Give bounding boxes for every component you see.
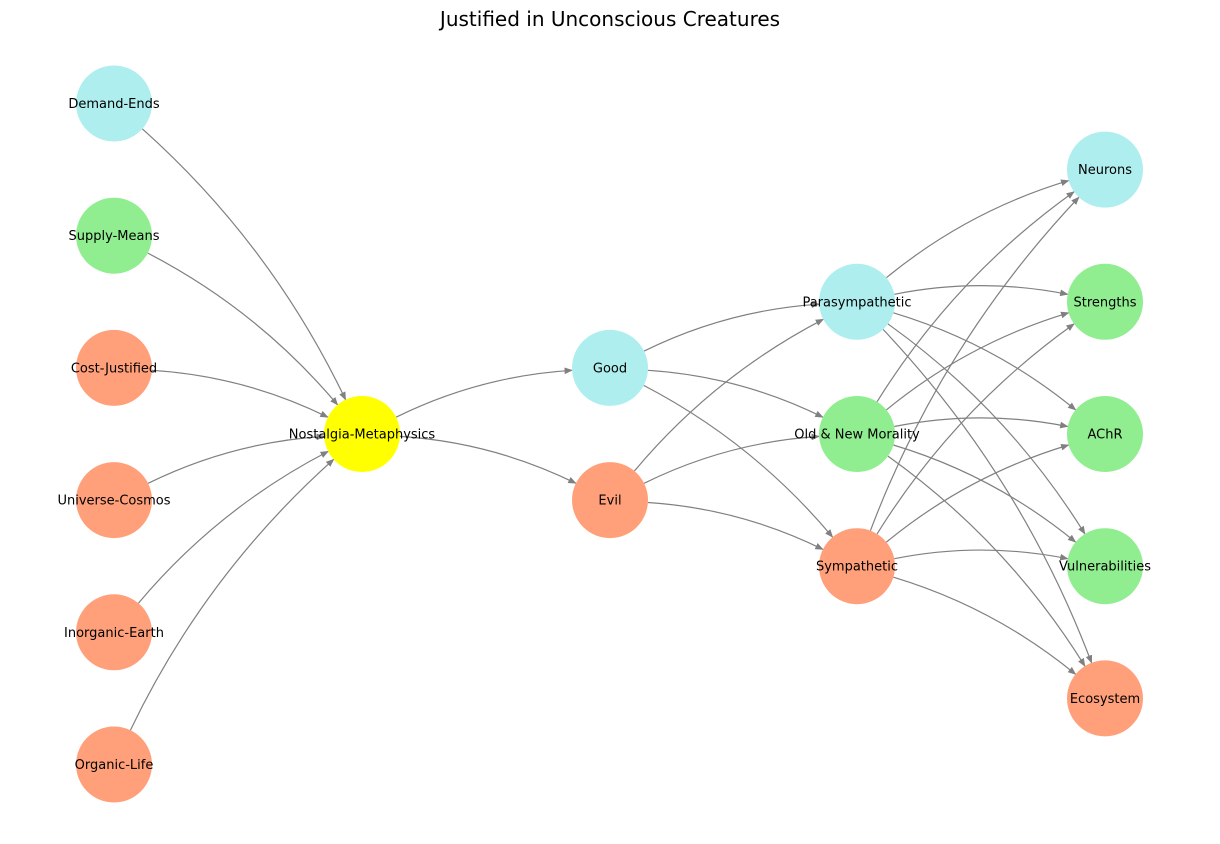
node-circle-oldnew (819, 396, 895, 472)
edge-supply-to-nostalgia (147, 252, 339, 406)
edge-evil-to-oldnew (643, 433, 820, 484)
node-circle-supply (76, 197, 152, 274)
node-label-nostalgia: Nostalgia-Metaphysics (289, 428, 436, 443)
edge-demand-to-nostalgia (141, 128, 347, 401)
node-evil: Evil (572, 462, 648, 539)
node-circle-cost (76, 329, 152, 406)
node-label-neurons: Neurons (1078, 163, 1132, 178)
node-circle-evil (572, 462, 648, 539)
node-label-para: Parasympathetic (802, 295, 911, 310)
node-circle-symp (819, 528, 895, 605)
edge-symp-to-eco (893, 576, 1077, 675)
node-organic: Organic-Life (75, 726, 154, 803)
edge-symp-to-strengths (876, 323, 1075, 535)
node-oldnew: Old & New Morality (794, 396, 920, 472)
nodes-layer: Demand-EndsSupply-MeansCost-JustifiedUni… (57, 65, 1151, 803)
node-label-oldnew: Old & New Morality (794, 428, 920, 443)
node-circle-achr (1067, 396, 1143, 472)
node-eco: Ecosystem (1067, 660, 1143, 737)
node-good: Good (572, 329, 648, 406)
node-circle-universe (76, 462, 152, 539)
node-label-achr: AChR (1087, 428, 1122, 443)
edge-universe-to-nostalgia (147, 433, 325, 484)
node-label-good: Good (593, 361, 627, 376)
edge-evil-to-para (633, 318, 825, 472)
node-achr: AChR (1067, 396, 1143, 472)
edge-symp-to-achr (886, 443, 1070, 543)
edge-oldnew-to-eco (887, 455, 1086, 667)
node-para: Parasympathetic (802, 263, 912, 340)
node-label-supply: Supply-Means (69, 229, 160, 244)
edge-para-to-strengths (894, 285, 1069, 297)
edge-oldnew-to-achr (894, 417, 1069, 429)
node-label-organic: Organic-Life (75, 758, 154, 773)
edge-oldnew-to-strengths (886, 311, 1070, 411)
edge-good-to-para (643, 301, 820, 352)
edge-good-to-oldnew (647, 369, 824, 418)
node-circle-nostalgia (324, 396, 400, 472)
node-circle-vuln (1067, 528, 1143, 605)
edge-cost-to-nostalgia (151, 369, 329, 418)
node-demand: Demand-Ends (68, 65, 160, 142)
node-label-eco: Ecosystem (1070, 692, 1140, 707)
edge-para-to-vuln (887, 323, 1086, 535)
node-label-cost: Cost-Justified (71, 361, 157, 376)
node-circle-good (572, 329, 648, 406)
node-label-vuln: Vulnerabilities (1059, 560, 1151, 575)
node-circle-demand (76, 65, 152, 142)
edge-nostalgia-to-good (395, 367, 573, 418)
edge-inorganic-to-nostalgia (137, 450, 329, 604)
node-label-inorganic: Inorganic-Earth (64, 626, 164, 641)
edge-symp-to-vuln (894, 549, 1069, 561)
node-circle-neurons (1067, 131, 1143, 208)
node-label-symp: Sympathetic (816, 560, 898, 575)
node-vuln: Vulnerabilities (1059, 528, 1151, 605)
edges-layer (129, 128, 1093, 731)
node-circle-inorganic (76, 594, 152, 671)
node-circle-eco (1067, 660, 1143, 737)
node-circle-organic (76, 726, 152, 803)
edge-evil-to-symp (647, 501, 824, 550)
node-label-universe: Universe-Cosmos (57, 494, 170, 509)
diagram-title: Justified in Unconscious Creatures (438, 7, 780, 31)
edge-organic-to-nostalgia (129, 458, 335, 731)
node-symp: Sympathetic (816, 528, 898, 605)
edge-oldnew-to-neurons (876, 191, 1075, 403)
node-circle-strengths (1067, 263, 1143, 340)
edge-oldnew-to-vuln (893, 444, 1077, 543)
node-neurons: Neurons (1067, 131, 1143, 208)
node-label-evil: Evil (598, 494, 621, 509)
edge-para-to-eco (882, 328, 1093, 664)
edge-para-to-neurons (886, 179, 1070, 279)
node-cost: Cost-Justified (71, 329, 157, 406)
node-supply: Supply-Means (69, 197, 160, 274)
node-universe: Universe-Cosmos (57, 462, 171, 539)
edge-symp-to-neurons (869, 196, 1080, 531)
edge-nostalgia-to-evil (399, 435, 577, 484)
node-strengths: Strengths (1067, 263, 1143, 340)
node-nostalgia: Nostalgia-Metaphysics (289, 396, 436, 472)
node-circle-para (819, 263, 895, 340)
node-label-demand: Demand-Ends (68, 97, 160, 112)
node-inorganic: Inorganic-Earth (64, 594, 164, 671)
node-label-strengths: Strengths (1073, 295, 1136, 310)
edge-good-to-symp (643, 384, 834, 538)
edge-para-to-achr (893, 312, 1077, 411)
